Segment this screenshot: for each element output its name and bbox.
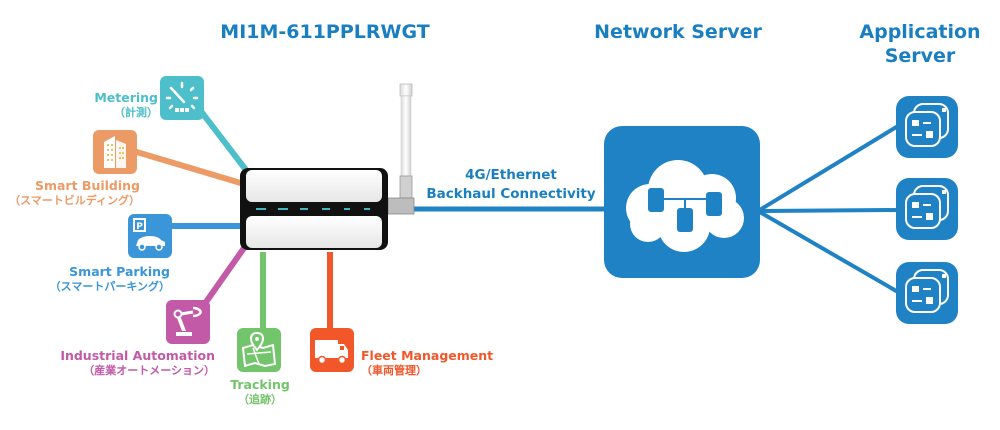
metering-link [197,108,249,172]
map-pin-icon [241,331,277,368]
fleet-management-label: Fleet Management （車両管理） [361,348,501,378]
industrial-automation-tile [166,300,210,344]
application-server-2 [896,178,958,240]
cloud-network-icon [626,160,744,252]
smart-parking-label: Smart Parking （スマートパーキング） [20,264,170,294]
application-server-1 [896,96,958,158]
robot-arm-icon [173,306,203,336]
smart-parking-tile: P [128,214,172,258]
backhaul-label-line1: 4G/Ethernet [465,167,557,183]
smart-building-label-jp: （スマートビルディング） [9,194,140,207]
gateway-device-icon [240,168,388,250]
metering-label-en: Metering [94,90,158,105]
app-server-link-1 [756,124,900,213]
application-server-3 [896,262,958,324]
application-server-title-line1: Application [859,21,981,43]
device-title: MI1M-611PPLRWGT [220,21,430,43]
fleet-management-label-en: Fleet Management [361,348,494,363]
app-window-icon [905,269,949,313]
app-server-link-2 [757,208,899,213]
parking-car-icon: P [133,218,165,251]
metering-label: Metering （計測） [60,90,158,120]
tracking-label-jp: （追跡） [238,393,282,406]
smart-building-label: Smart Building （スマートビルディング） [0,178,140,208]
backhaul-label: 4G/Ethernet Backhaul Connectivity [420,166,602,204]
network-server-box [604,126,760,278]
smart-parking-label-en: Smart Parking [69,264,170,279]
smart-parking-label-jp: （スマートパーキング） [49,280,170,293]
building-icon [104,136,126,168]
antenna-icon [387,83,415,215]
gateway-device [240,166,390,252]
metering-tile [160,76,204,120]
app-window-icon [905,103,949,147]
tracking-label: Tracking （追跡） [215,377,305,407]
smart-building-link [129,147,245,187]
backhaul-label-line2: Backhaul Connectivity [426,186,596,202]
gauge-meter-icon [165,81,199,112]
truck-icon [315,340,348,365]
tracking-tile [237,328,281,372]
industrial-automation-link [203,246,247,304]
antenna [384,82,424,222]
application-server-title: Application Server [850,20,990,68]
fleet-management-tile [310,328,354,372]
fleet-management-label-jp: （車両管理） [361,364,427,377]
industrial-automation-label-en: Industrial Automation [60,348,215,363]
industrial-automation-label-jp: （産業オートメーション） [83,364,215,377]
app-server-link-3 [756,209,900,294]
app-window-icon [905,185,949,229]
svg-text:P: P [136,222,143,232]
metering-label-jp: （計測） [114,106,158,119]
smart-building-tile [93,130,137,174]
tracking-label-en: Tracking [230,377,290,392]
smart-building-label-en: Smart Building [34,178,140,193]
network-server-title: Network Server [594,21,762,43]
industrial-automation-label: Industrial Automation （産業オートメーション） [40,348,215,378]
application-server-title-line2: Server [884,45,956,67]
